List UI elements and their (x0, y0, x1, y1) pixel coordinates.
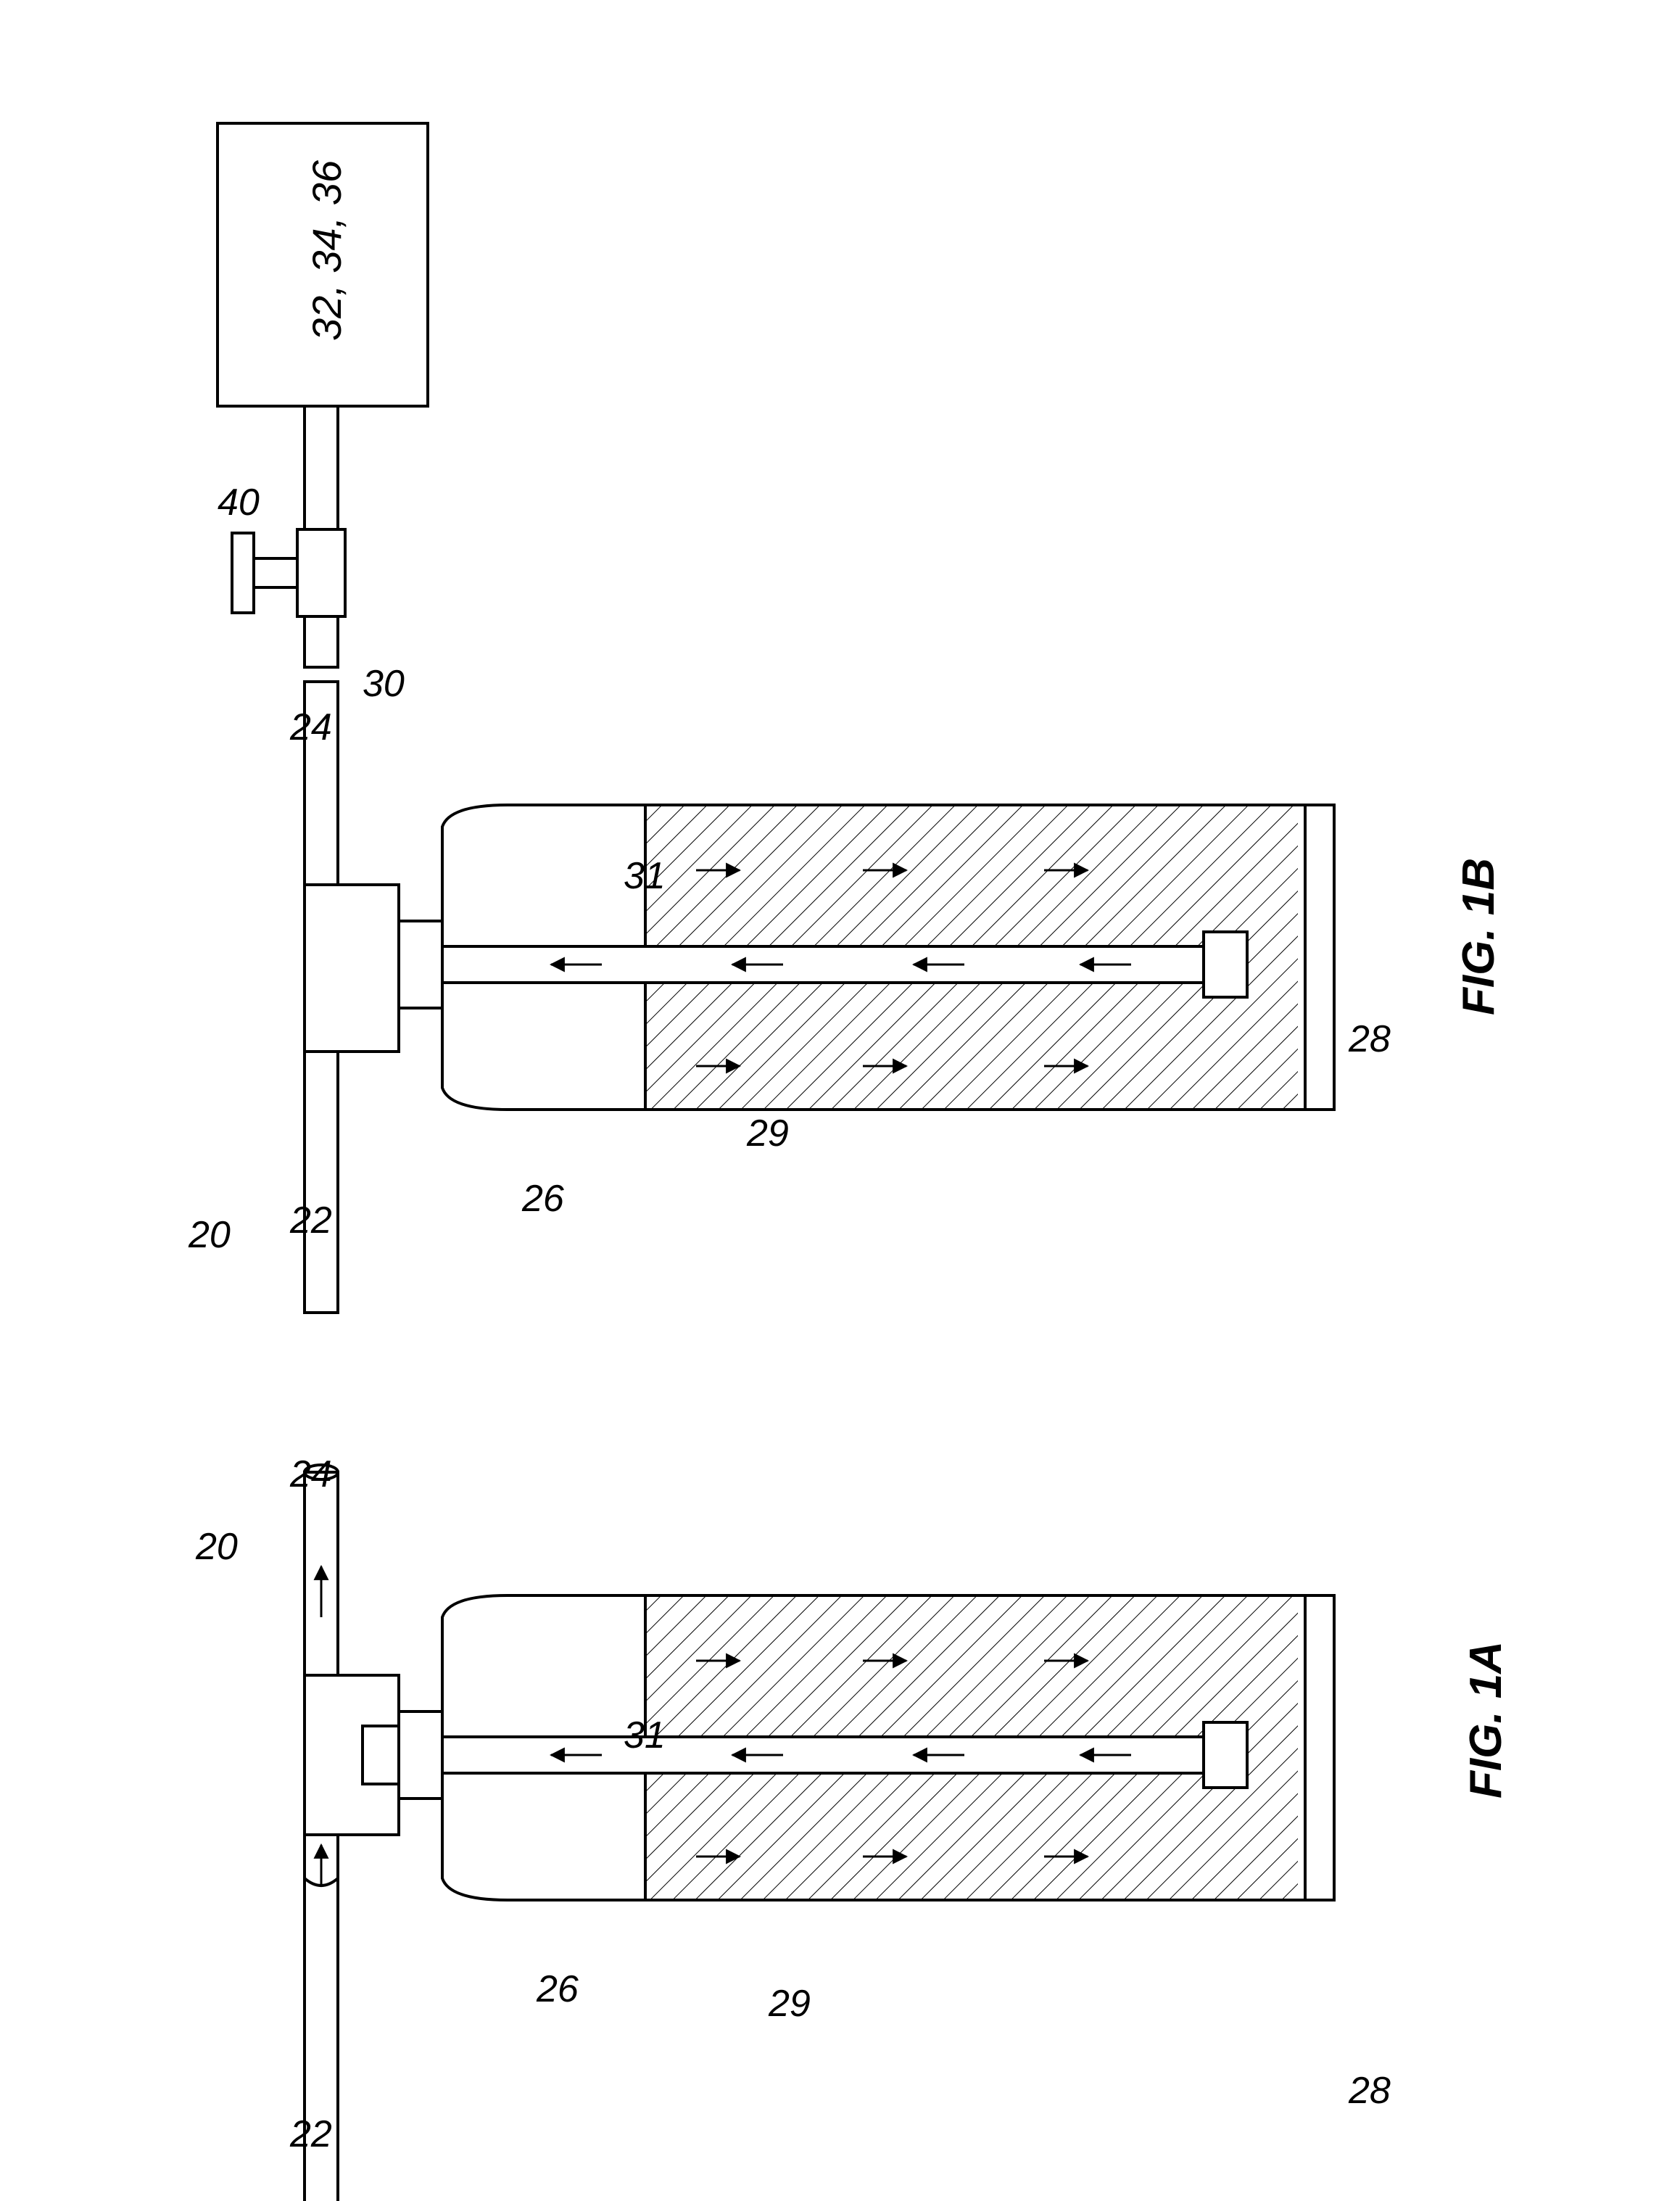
label-valve: 40 (218, 482, 260, 524)
figure-caption: FIG. 1A (1461, 1641, 1511, 1799)
control-head (305, 885, 442, 1052)
label-system: 20 (188, 1214, 231, 1256)
label-system: 20 (195, 1526, 238, 1568)
label-riser: 31 (624, 855, 666, 897)
figure-1b: 32, 34, 36 20 22 24 (188, 123, 1504, 1313)
label-media: 29 (768, 1983, 811, 2025)
label-inlet: 22 (289, 2113, 332, 2155)
label-pipe: 30 (363, 663, 405, 705)
label-distributor: 28 (1348, 2070, 1391, 2112)
label-inlet: 22 (289, 1199, 332, 1242)
label-tank: 26 (521, 1178, 564, 1220)
distributor (1204, 1722, 1247, 1788)
valve-handle (232, 529, 345, 616)
distributor (1204, 932, 1247, 997)
figure-caption: FIG. 1B (1454, 858, 1504, 1015)
figure-1a: 20 24 22 26 29 31 28 FIG. 1A (195, 1453, 1511, 2201)
label-riser: 31 (624, 1714, 666, 1756)
label-distributor: 28 (1348, 1018, 1391, 1060)
label-tank: 26 (536, 1968, 579, 2010)
label-media: 29 (746, 1112, 789, 1155)
equipment-label: 32, 34, 36 (304, 160, 349, 341)
label-outlet: 24 (289, 706, 332, 748)
control-head (305, 1675, 442, 1835)
label-outlet: 24 (289, 1453, 332, 1495)
inlet-pipe (305, 1044, 338, 1313)
